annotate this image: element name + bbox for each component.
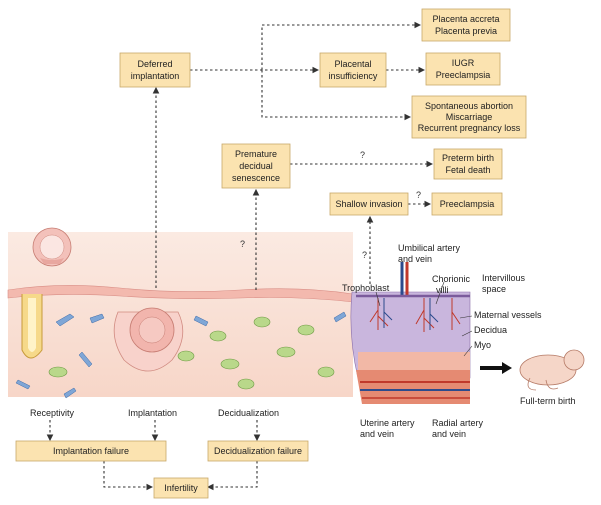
endometrium-illustration bbox=[7, 227, 354, 399]
box-line: Preeclampsia bbox=[440, 199, 495, 209]
box-line: Deferred bbox=[137, 59, 172, 69]
box-line: Spontaneous abortion bbox=[425, 101, 513, 111]
uterine-label: and vein bbox=[360, 429, 394, 439]
baby-illustration bbox=[519, 349, 585, 391]
uterine-label: Uterine artery bbox=[360, 418, 415, 428]
box-iugr: IUGR Preeclampsia bbox=[425, 52, 501, 86]
box-line: Recurrent pregnancy loss bbox=[418, 123, 521, 133]
umbilical-label: Umbilical artery bbox=[398, 243, 461, 253]
box-line: implantation bbox=[131, 71, 180, 81]
decidua-label: Decidua bbox=[474, 325, 507, 335]
umbilical-label: and vein bbox=[398, 254, 432, 264]
maternal-vessels-label: Maternal vessels bbox=[474, 310, 542, 320]
box-placental-insufficiency: Placental insufficiency bbox=[319, 52, 387, 88]
connectors bbox=[46, 21, 473, 491]
box-premature-decidual: Premature decidual senescence bbox=[221, 143, 291, 189]
box-deferred-implantation: Deferred implantation bbox=[119, 52, 191, 88]
box-decidualization-failure: Decidualization failure bbox=[207, 440, 309, 462]
intervillous-label: space bbox=[482, 284, 506, 294]
question-mark: ? bbox=[360, 150, 365, 160]
box-line: senescence bbox=[232, 173, 280, 183]
box-line: decidual bbox=[239, 161, 273, 171]
box-shallow-invasion: Shallow invasion bbox=[329, 192, 409, 216]
box-line: Miscarriage bbox=[446, 112, 493, 122]
box-line: Fetal death bbox=[445, 165, 490, 175]
myo-label: Myo bbox=[474, 340, 491, 350]
box-line: Decidualization failure bbox=[214, 446, 302, 456]
chorionic-label: villi bbox=[436, 285, 449, 295]
box-line: Implantation failure bbox=[53, 446, 129, 456]
box-line: Infertility bbox=[164, 483, 198, 493]
box-line: Premature bbox=[235, 149, 277, 159]
implantation-label: Implantation bbox=[128, 408, 177, 418]
box-preeclampsia: Preeclampsia bbox=[431, 192, 503, 216]
decidualization-label: Decidualization bbox=[218, 408, 279, 418]
box-line: Preterm birth bbox=[442, 153, 494, 163]
box-line: IUGR bbox=[452, 58, 475, 68]
box-infertility: Infertility bbox=[153, 477, 209, 499]
box-implantation-failure: Implantation failure bbox=[15, 440, 167, 462]
box-placenta-accreta: Placenta accreta Placenta previa bbox=[421, 8, 511, 42]
placenta-illustration bbox=[350, 262, 585, 404]
box-line: Placental bbox=[334, 59, 371, 69]
full-term-label: Full-term birth bbox=[520, 396, 576, 406]
radial-label: and vein bbox=[432, 429, 466, 439]
question-mark: ? bbox=[362, 250, 367, 260]
box-line: Placenta accreta bbox=[432, 14, 499, 24]
radial-label: Radial artery bbox=[432, 418, 484, 428]
question-mark: ? bbox=[240, 239, 245, 249]
box-spontaneous-abortion: Spontaneous abortion Miscarriage Recurre… bbox=[411, 95, 527, 139]
box-preterm-birth: Preterm birth Fetal death bbox=[433, 148, 503, 180]
question-mark: ? bbox=[416, 190, 421, 200]
box-line: Shallow invasion bbox=[335, 199, 402, 209]
intervillous-label: Intervillous bbox=[482, 273, 526, 283]
trophoblast-label: Trophoblast bbox=[342, 283, 390, 293]
box-line: Placenta previa bbox=[435, 26, 497, 36]
receptivity-label: Receptivity bbox=[30, 408, 75, 418]
box-line: Preeclampsia bbox=[436, 70, 491, 80]
chorionic-label: Chorionic bbox=[432, 274, 471, 284]
box-line: insufficiency bbox=[329, 71, 378, 81]
